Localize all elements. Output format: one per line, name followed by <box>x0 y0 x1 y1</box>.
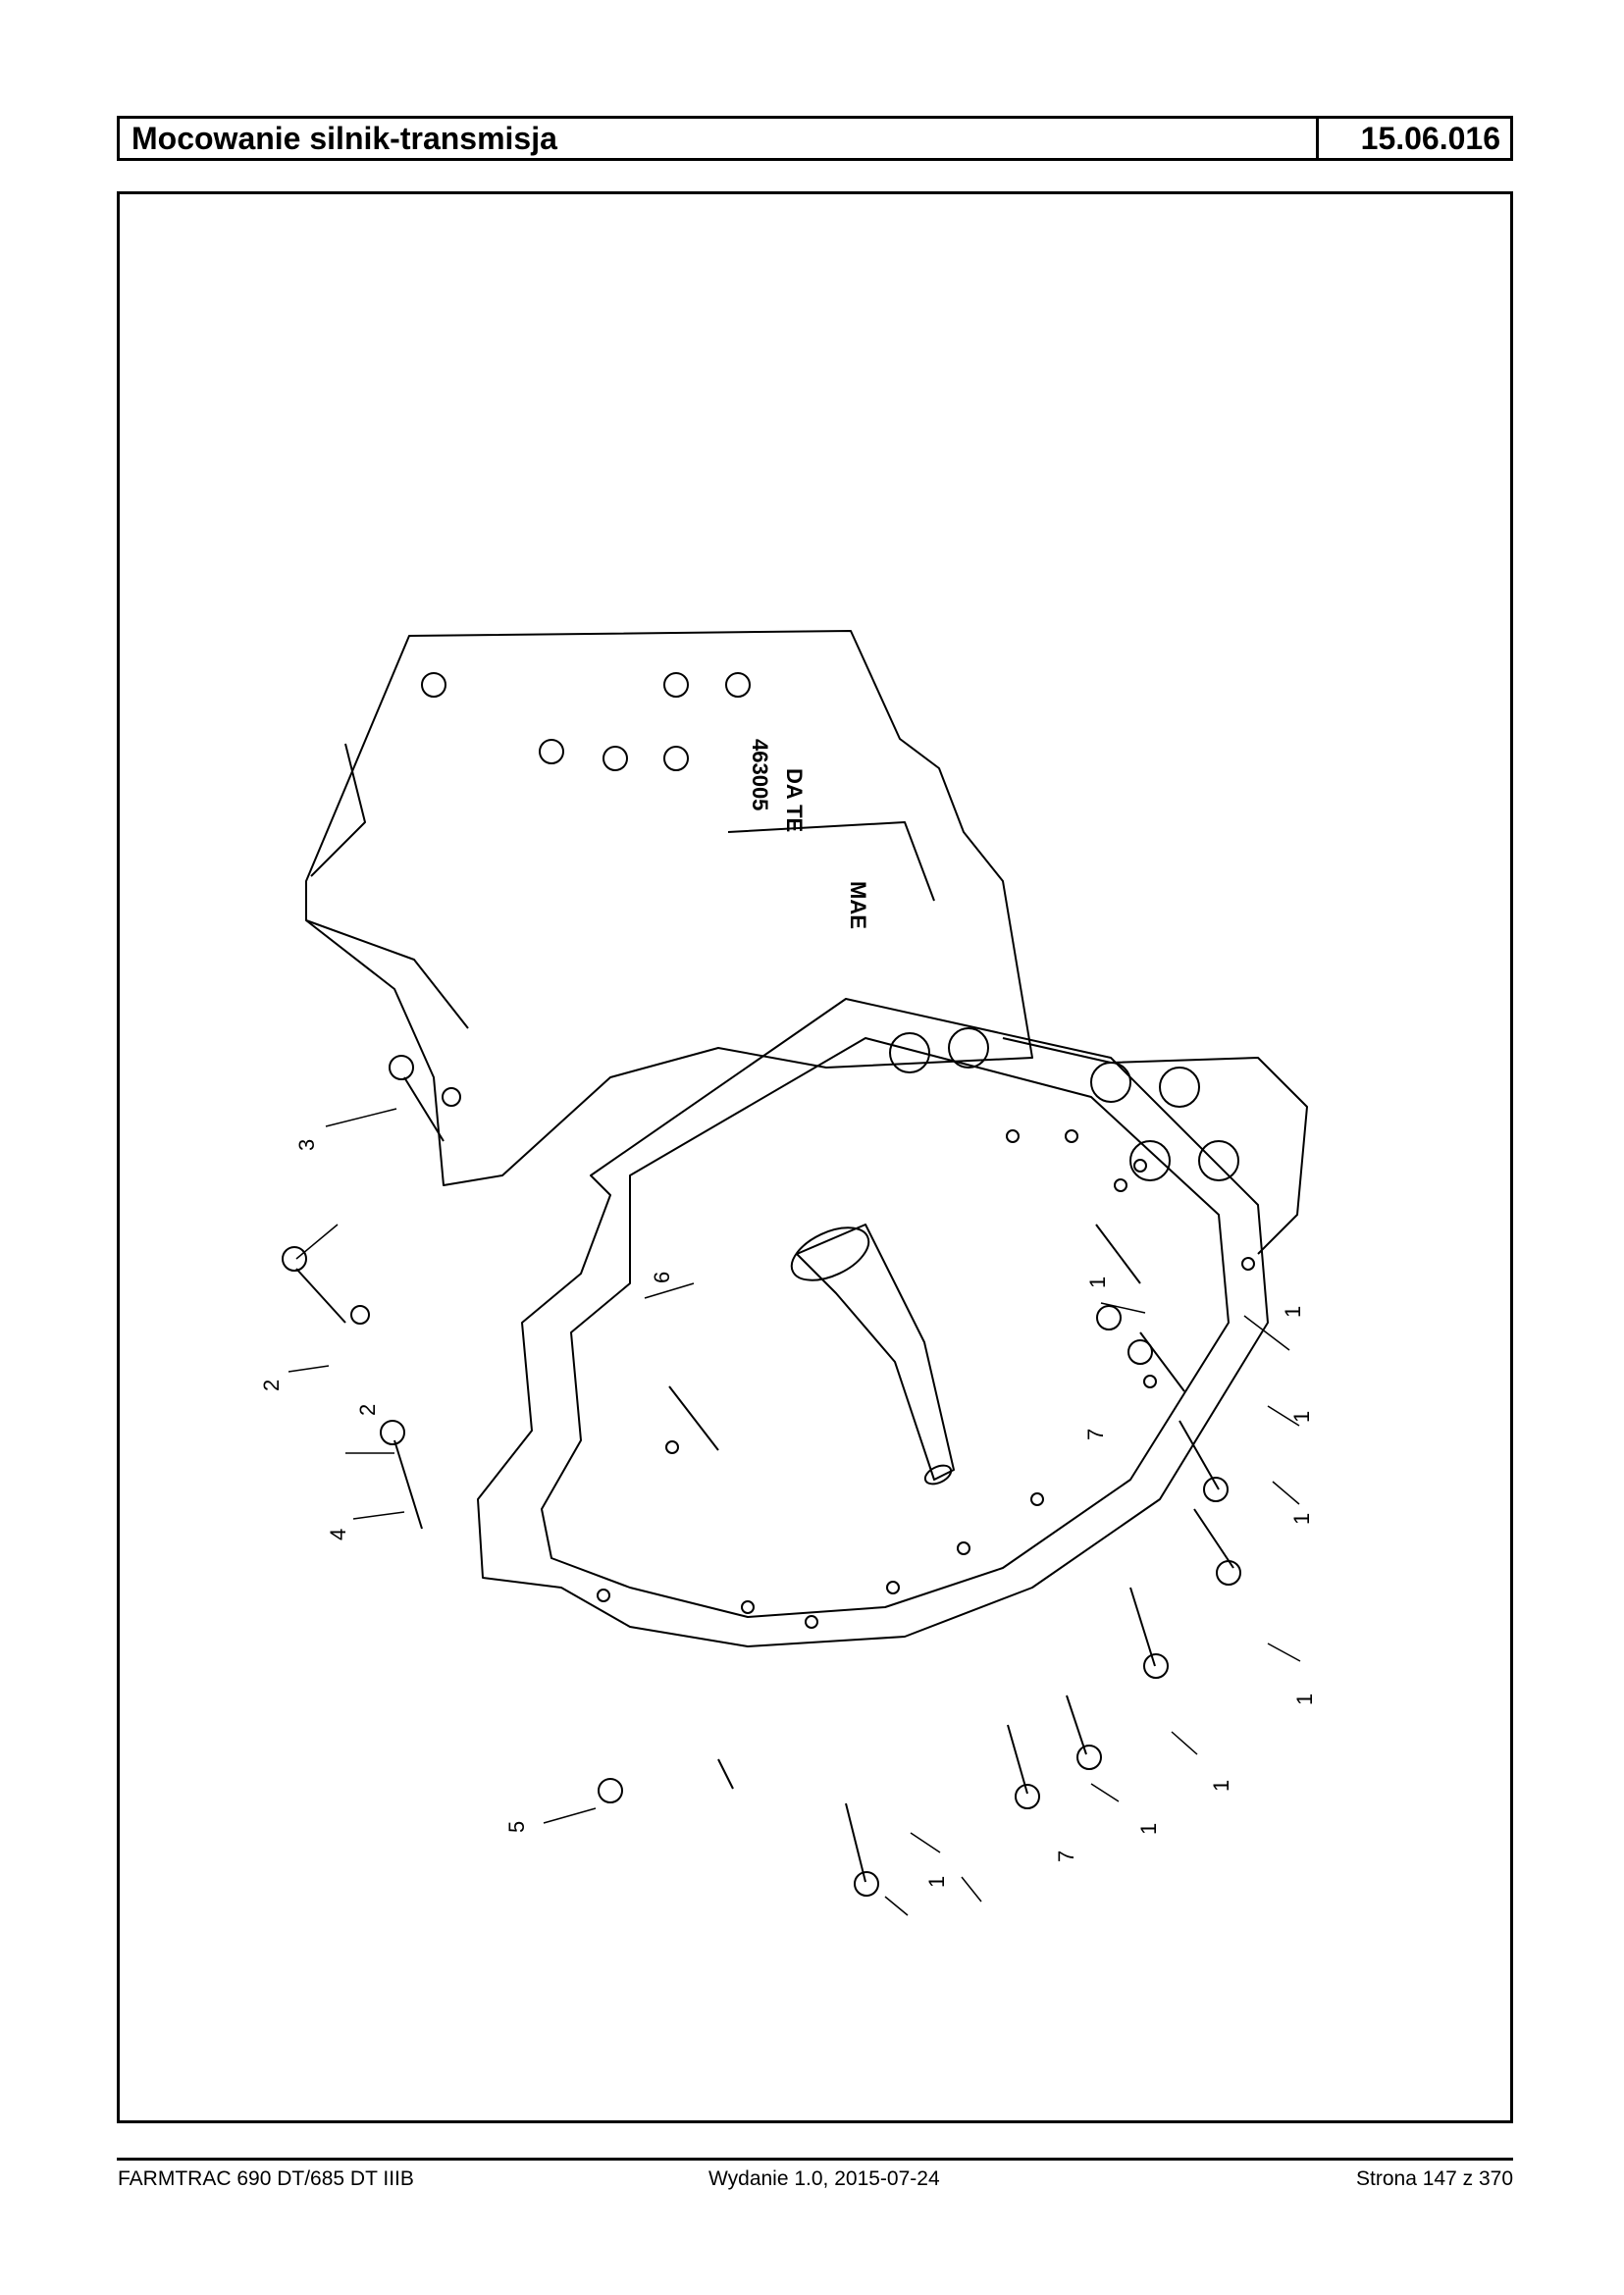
page-header: Mocowanie silnik-transmisja 15.06.016 <box>117 116 1513 161</box>
callout-label: 1 <box>1085 1277 1110 1288</box>
callout-label: 1 <box>1289 1411 1314 1423</box>
footer-model: FARMTRAC 690 DT/685 DT IIIB <box>118 2167 414 2190</box>
callout-label: 1 <box>1281 1306 1305 1318</box>
bolt-set <box>282 1055 1241 1897</box>
callout-label: 6 <box>650 1272 674 1283</box>
callout-label: 5 <box>504 1821 529 1833</box>
housing-logo: MAE <box>846 881 870 929</box>
callout-label: 1 <box>1289 1513 1314 1525</box>
housing-marking: 463005 <box>748 739 772 810</box>
clutch-housing-flange <box>477 998 1269 1647</box>
input-shaft <box>796 1224 955 1481</box>
callout-label: 1 <box>924 1876 949 1888</box>
page-title: Mocowanie silnik-transmisja <box>131 121 557 156</box>
callout-label: 7 <box>1054 1851 1078 1862</box>
callout-label: 3 <box>294 1139 319 1151</box>
callout-label: 1 <box>1136 1823 1161 1835</box>
section-code: 15.06.016 <box>1316 119 1510 158</box>
footer-divider <box>117 2158 1513 2161</box>
callout-label: 2 <box>259 1380 284 1391</box>
transmission-drawing: 463005 DA TE MAE 1 1 1 1 1 1 1 1 2 2 3 4… <box>259 630 1317 1916</box>
callout-label: 2 <box>355 1404 380 1416</box>
flange-holes <box>597 1129 1255 1629</box>
footer-edition: Wydanie 1.0, 2015-07-24 <box>708 2167 940 2190</box>
callout-label: 7 <box>1083 1429 1108 1440</box>
callout-label: 1 <box>1292 1694 1317 1705</box>
footer-page-number: Strona 147 z 370 <box>1356 2167 1513 2190</box>
callout-label: 1 <box>1209 1780 1233 1792</box>
transmission-housing <box>305 630 1033 1186</box>
exploded-diagram: 463005 DA TE MAE 1 1 1 1 1 1 1 1 2 2 3 4… <box>117 191 1513 2123</box>
housing-marking-2: DA TE <box>782 768 807 832</box>
callout-label: 4 <box>326 1529 350 1540</box>
